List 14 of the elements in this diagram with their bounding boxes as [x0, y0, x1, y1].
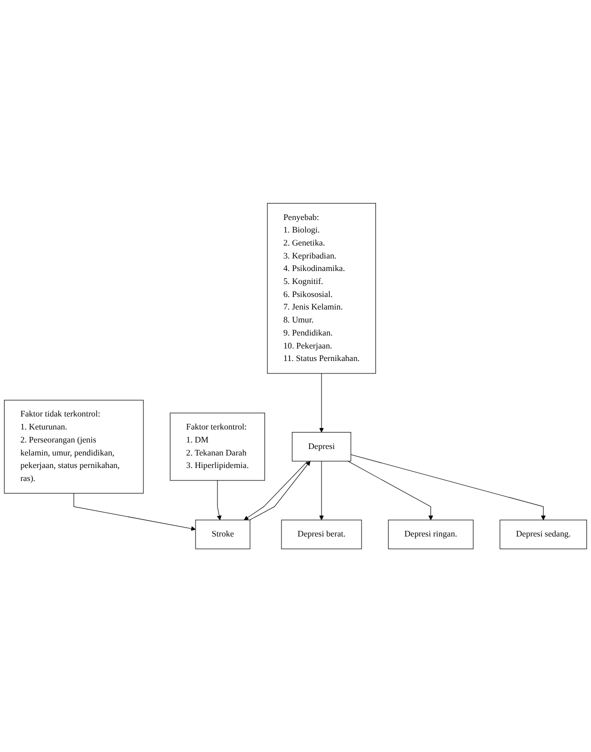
arrow: [350, 454, 546, 520]
node-box: Depresi sedang.: [500, 520, 587, 550]
node-box: Depresi ringan.: [388, 520, 474, 550]
arrow: [74, 492, 196, 531]
node-box: Depresi berat.: [281, 520, 362, 550]
node-box: Faktor terkontrol: 1. DM 2. Tekanan Darah 3. Hiperlipidemia.: [170, 412, 266, 481]
node-box: Faktor tidak terkontrol: 1. Keturunan. 2. Perseorangan (jenis kelamin, umur, pendidikan, pekerjaan, status pernikahan, ras).: [4, 400, 144, 494]
node-box: Depresi: [292, 432, 352, 462]
arrow: [216, 480, 222, 520]
arrow: [348, 460, 434, 520]
node-box: Penyebab: 1. Biologi. 2. Genetika. 3. Kepribadian. 4. Psikodinamika. 5. Kognitif. 6. Psikososial. 7. Jenis Kelamin. 8. Umur. 9. Pendidikan. 10. Pekerjaan. 11. Status Pernikahan.: [267, 202, 376, 374]
arrow: [319, 373, 324, 432]
arrow: [319, 460, 324, 520]
node-box: Stroke: [195, 520, 250, 550]
